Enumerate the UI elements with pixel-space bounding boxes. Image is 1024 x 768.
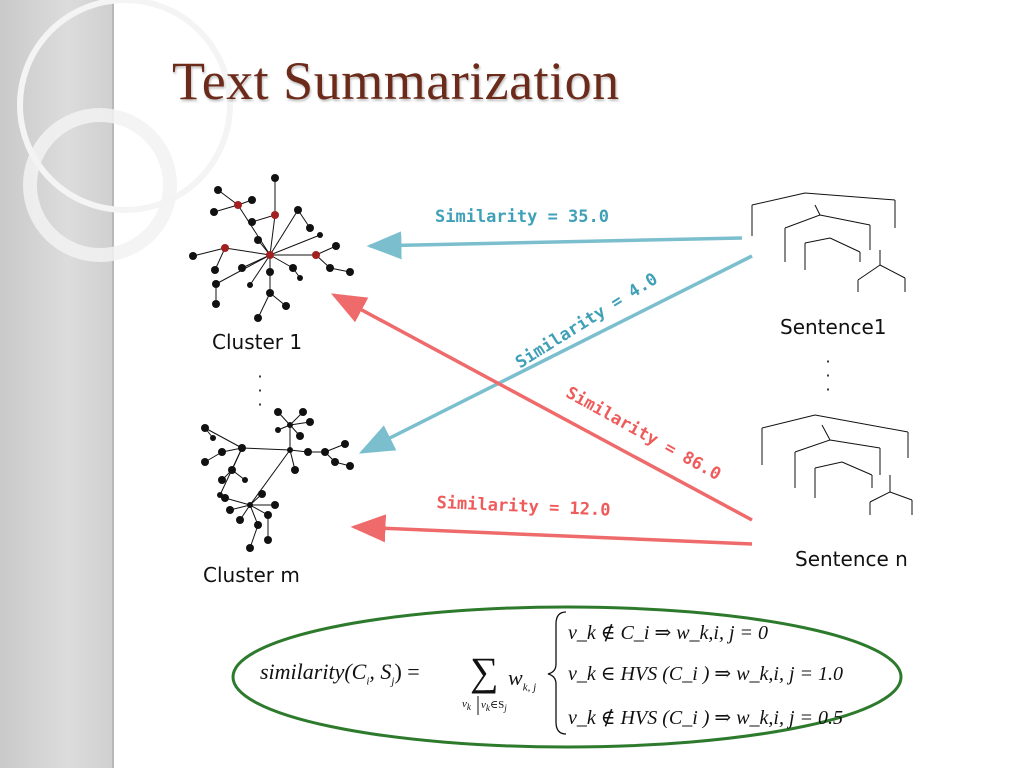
decorative-ring-small bbox=[23, 108, 177, 262]
formula-lhs-sub-j: j bbox=[391, 675, 395, 688]
formula-lhs-mid: , S bbox=[369, 659, 392, 684]
formula-term-w: w bbox=[508, 665, 523, 690]
similarity-label-35: Similarity = 35.0 bbox=[435, 207, 609, 227]
cluster-m-label: Cluster m bbox=[203, 563, 300, 587]
formula-ellipse bbox=[231, 605, 903, 749]
sentence-1-label: Sentence1 bbox=[780, 315, 887, 339]
decorative-ring-large bbox=[17, 0, 233, 213]
side-band-edge bbox=[112, 0, 114, 768]
formula-sigma: ∑ bbox=[470, 649, 499, 694]
decorative-rings bbox=[17, 0, 233, 262]
formula-term: wk, j bbox=[508, 665, 536, 693]
slide-title: Text Summarization bbox=[172, 51, 620, 111]
edge-arrow-86 bbox=[330, 293, 753, 522]
formula-sum-cond-in: ∈S bbox=[489, 699, 505, 711]
formula-sum-cond-v: v bbox=[481, 699, 486, 711]
formula-case-2: v_k ∈ HVS (C_i ) ⇒ w_k,i, j = 1.0 bbox=[568, 663, 844, 685]
edge-arrow-4 bbox=[358, 254, 753, 454]
formula-sum-condition: vk∈Sj bbox=[481, 698, 507, 713]
formula-brace bbox=[547, 611, 567, 735]
cluster-vertical-dots: ··· bbox=[257, 367, 263, 414]
formula-case-1: v_k ∉ C_i ⇒ w_k,i, j = 0 bbox=[568, 622, 769, 644]
formula-sum-cond-k: k bbox=[485, 703, 490, 714]
formula-sum-sub-v: v bbox=[462, 698, 467, 710]
formula-lhs: similarity(Ci, Sj) = bbox=[260, 659, 420, 687]
sentence-n-label: Sentence n bbox=[795, 547, 908, 571]
formula-term-sub: k, j bbox=[522, 681, 537, 694]
formula-lhs-sub-i: i bbox=[366, 675, 370, 688]
cluster-1-graph bbox=[192, 178, 351, 319]
sentence-vertical-dots: ··· bbox=[825, 352, 831, 399]
formula-sum-index: vk bbox=[462, 698, 471, 712]
cluster-1-center-node bbox=[266, 251, 274, 259]
formula-sum-cond-j: j bbox=[504, 703, 507, 714]
cluster-m-nodes bbox=[201, 408, 354, 552]
formula-lhs-text: similarity(C bbox=[260, 659, 367, 684]
formula-sum-sub-k: k bbox=[466, 702, 471, 713]
sentence-n-parse-tree bbox=[761, 414, 913, 515]
formula-lhs-end: ) = bbox=[394, 659, 420, 684]
edge-arrow-35 bbox=[366, 231, 743, 260]
edge-arrow-12 bbox=[350, 514, 753, 546]
cluster-1-label: Cluster 1 bbox=[212, 330, 303, 354]
cluster-1-nodes bbox=[189, 174, 354, 322]
formula-case-3: v_k ∉ HVS (C_i ) ⇒ w_k,i, j = 0.5 bbox=[568, 707, 844, 729]
sentence-1-parse-tree bbox=[751, 192, 906, 292]
